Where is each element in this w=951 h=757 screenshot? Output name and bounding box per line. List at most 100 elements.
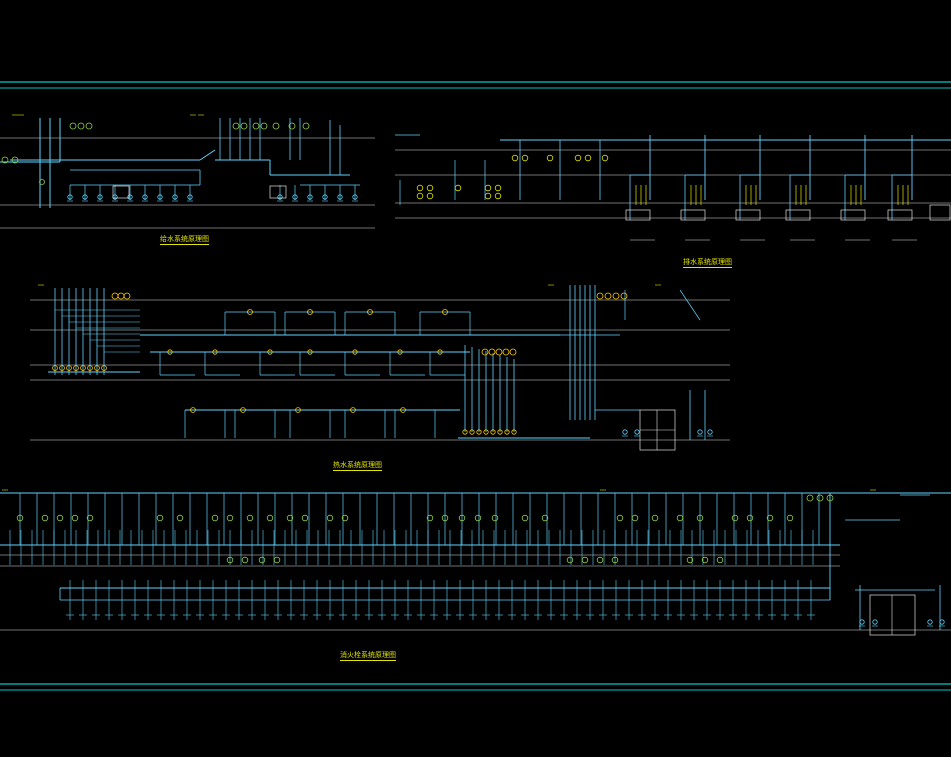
hydrant-icon [746, 514, 754, 522]
valve-icon [604, 292, 612, 300]
hydrant-icon [426, 514, 434, 522]
hydrant-icon [631, 514, 639, 522]
pump-icon [634, 429, 640, 435]
hydrant-icon [211, 514, 219, 522]
fixture-icon [584, 154, 592, 162]
hydrant-icon [611, 556, 619, 564]
hydrant-icon [651, 514, 659, 522]
valve-icon [596, 292, 604, 300]
hydrant-icon [441, 514, 449, 522]
valve-icon [101, 365, 107, 371]
hydrant-icon [286, 514, 294, 522]
pump-icon [622, 429, 628, 435]
valve-icon [437, 349, 443, 355]
valve-icon [123, 292, 131, 300]
valve-icon [240, 407, 246, 413]
meter-icon [1, 156, 9, 164]
hydrant-icon [301, 514, 309, 522]
valve-icon [307, 349, 313, 355]
valve-icon [400, 407, 406, 413]
hydrant-icon [806, 494, 814, 502]
valve-icon [73, 365, 79, 371]
valve-icon [247, 309, 253, 315]
valve-icon [52, 365, 58, 371]
meter-icon [252, 122, 260, 130]
pump-icon [859, 619, 865, 625]
valve-icon [509, 348, 517, 356]
valve-icon [483, 429, 489, 435]
drainage-section [395, 134, 951, 241]
floor-drain-box [840, 209, 866, 221]
valve-icon [190, 407, 196, 413]
floor-drain-box [887, 209, 913, 221]
valve-icon [495, 348, 503, 356]
hydrant-icon [156, 514, 164, 522]
hydrant-icon [616, 514, 624, 522]
hydrant-icon [241, 556, 249, 564]
cold-water-section [0, 114, 375, 229]
valve-icon [442, 309, 448, 315]
pump-icon [82, 194, 88, 200]
meter-icon [288, 122, 296, 130]
hydrant-icon [226, 556, 234, 564]
hydrant-icon [826, 494, 834, 502]
fixture-icon [426, 184, 434, 192]
hydrant-icon [474, 514, 482, 522]
pump-icon [872, 619, 878, 625]
valve-icon [350, 407, 356, 413]
pump-icon [322, 194, 328, 200]
hot-water-title: 热水系统原理图 [333, 461, 382, 471]
valve-icon [504, 429, 510, 435]
hydrant-icon [56, 514, 64, 522]
pump-icon [337, 194, 343, 200]
valve-icon [476, 429, 482, 435]
hydrant-icon [41, 514, 49, 522]
meter-icon [69, 122, 77, 130]
valve-icon [511, 429, 517, 435]
hydrant-icon [226, 514, 234, 522]
valve-icon [397, 349, 403, 355]
meter-icon [272, 122, 280, 130]
pump-icon [927, 619, 933, 625]
valve-icon [111, 292, 119, 300]
meter-icon [39, 179, 45, 185]
valve-icon [80, 365, 86, 371]
pump-icon [292, 194, 298, 200]
water-tank [269, 185, 287, 199]
floor-drain-box [929, 204, 951, 221]
fixture-icon [494, 184, 502, 192]
pump-icon [352, 194, 358, 200]
fire-hydrant-section [0, 489, 951, 636]
drainage-title: 排水系统原理图 [683, 258, 732, 268]
valve-icon [59, 365, 65, 371]
hydrant-icon [696, 514, 704, 522]
hydrant-icon [701, 556, 709, 564]
pump-icon [127, 194, 133, 200]
valve-icon [469, 429, 475, 435]
pump-icon [187, 194, 193, 200]
pump-icon [277, 194, 283, 200]
fire-pump-room [869, 594, 916, 636]
hydrant-icon [521, 514, 529, 522]
hydrant-icon [176, 514, 184, 522]
hydrant-icon [71, 514, 79, 522]
hydrant-icon [16, 514, 24, 522]
hydrant-icon [686, 556, 694, 564]
hydrant-icon [766, 514, 774, 522]
hydrant-icon [716, 556, 724, 564]
valve-icon [167, 349, 173, 355]
valve-icon [307, 309, 313, 315]
hydrant-icon [491, 514, 499, 522]
hot-water-section [30, 284, 730, 451]
hydrant-icon [458, 514, 466, 522]
valve-icon [481, 348, 489, 356]
meter-icon [11, 156, 19, 164]
floor-drain-box [680, 209, 706, 221]
fixture-icon [546, 154, 554, 162]
hydrant-icon [246, 514, 254, 522]
pump-icon [939, 619, 945, 625]
hydrant-icon [731, 514, 739, 522]
pump-icon [707, 429, 713, 435]
pump-icon [307, 194, 313, 200]
